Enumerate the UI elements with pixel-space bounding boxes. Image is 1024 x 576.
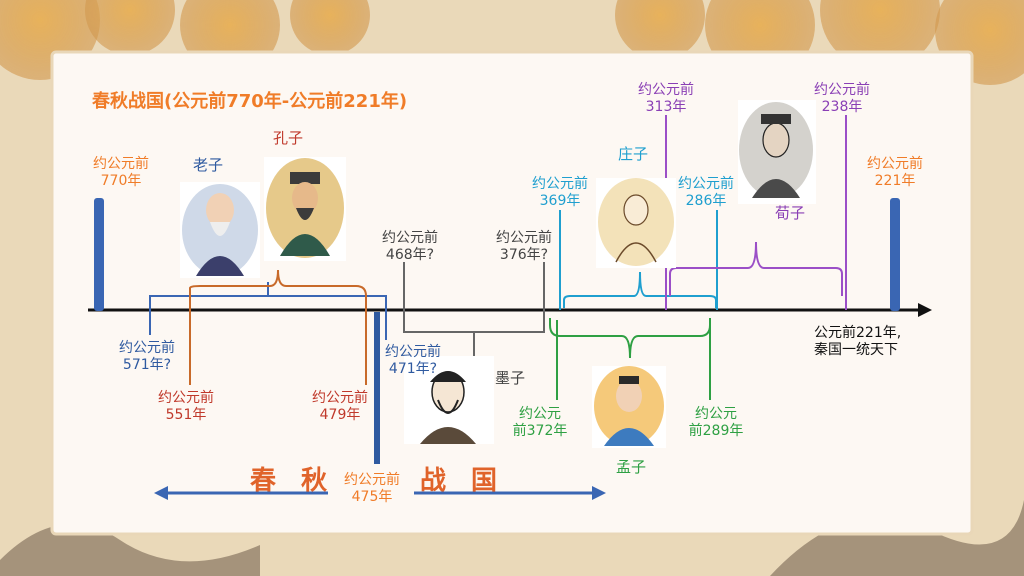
laozi-portrait — [180, 182, 260, 278]
xunzi-portrait — [738, 100, 816, 204]
mozi-name: 墨子 — [494, 369, 526, 387]
unification-label: 公元前221年, 秦国一统天下 — [814, 325, 902, 358]
end-marker-bar — [890, 198, 900, 311]
start-marker-bar — [94, 198, 104, 311]
zhuangzi-start-label: 约公元前 369年 — [532, 176, 588, 209]
kongzi-name: 孔子 — [272, 129, 304, 147]
xunzi-start-label: 约公元前 313年 — [638, 82, 694, 115]
xunzi-name: 荀子 — [774, 204, 806, 222]
zhuangzi-bracket — [559, 210, 718, 310]
laozi-end-label: 约公元前 471年? — [385, 344, 441, 377]
era-label-zhanguo: 战 国 — [420, 466, 506, 496]
kongzi-start-label: 约公元前 551年 — [158, 390, 214, 423]
split-marker-bar — [374, 312, 380, 464]
era-arrow — [154, 486, 606, 500]
era-label-chunqiu: 春 秋 — [250, 466, 336, 496]
mozi-end-label: 约公元前 376年? — [496, 230, 552, 263]
xunzi-end-label: 约公元前 238年 — [814, 82, 870, 115]
zhuangzi-portrait — [596, 178, 676, 268]
kongzi-portrait — [264, 157, 346, 261]
timeline-axis-arrow — [918, 303, 932, 317]
zhuangzi-end-label: 约公元前 286年 — [678, 176, 734, 209]
kongzi-end-label: 约公元前 479年 — [312, 390, 368, 423]
mengzi-start-label: 约公元 前372年 — [512, 406, 568, 439]
mengzi-bracket — [549, 318, 711, 400]
start-marker-label: 约公元前 770年 — [93, 156, 149, 189]
laozi-start-label: 约公元前 571年? — [119, 340, 175, 373]
end-marker-label: 约公元前 221年 — [867, 156, 923, 189]
laozi-bracket — [149, 282, 387, 340]
zhuangzi-name: 庄子 — [617, 145, 649, 163]
mengzi-end-label: 约公元 前289年 — [688, 406, 744, 439]
laozi-name: 老子 — [192, 156, 224, 174]
mengzi-portrait — [592, 366, 666, 448]
mozi-portrait — [404, 356, 494, 444]
kongzi-bracket — [189, 269, 367, 385]
mengzi-name: 孟子 — [615, 458, 647, 476]
mozi-start-label: 约公元前 468年? — [382, 230, 438, 263]
page-title: 春秋战国(公元前770年-公元前221年) — [92, 91, 408, 112]
ink-mountain-bottom — [0, 500, 1024, 576]
split-marker-label: 约公元前 475年 — [344, 472, 400, 505]
